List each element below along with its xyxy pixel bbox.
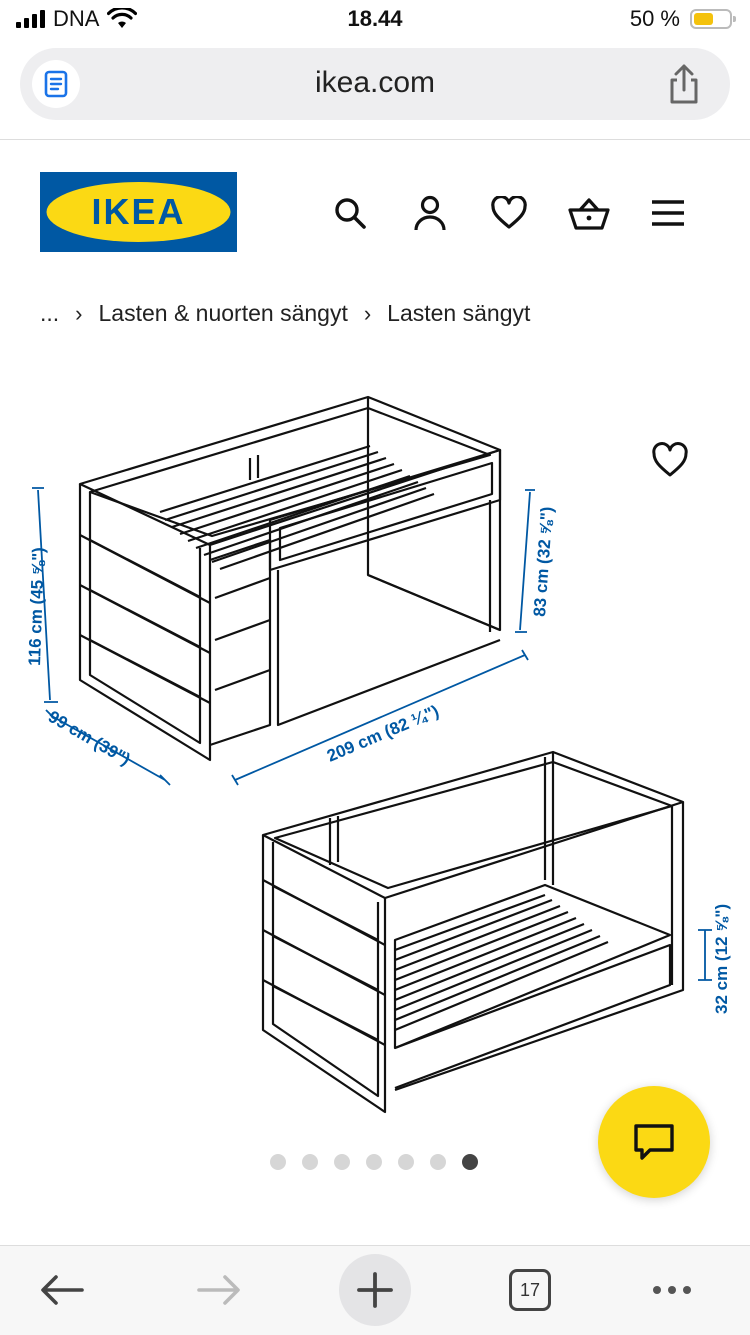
dimension-low-height: 32 cm (12 ⅝") xyxy=(712,904,731,1014)
gallery-dot[interactable] xyxy=(398,1154,414,1170)
gallery-dot-active[interactable] xyxy=(462,1154,478,1170)
menu-button[interactable] xyxy=(646,191,690,235)
user-icon xyxy=(413,195,446,231)
url-text[interactable]: ikea.com xyxy=(314,66,436,99)
logo-text: IKEA xyxy=(91,191,185,232)
gallery-dot[interactable] xyxy=(302,1154,318,1170)
dimension-inner-height: 83 cm (32 ⅝") xyxy=(530,506,557,617)
tabs-button[interactable]: 17 xyxy=(494,1258,566,1322)
carrier-label: DNA xyxy=(53,6,100,31)
share-icon[interactable] xyxy=(664,62,704,106)
gallery-dot[interactable] xyxy=(366,1154,382,1170)
status-left: DNA xyxy=(16,6,138,32)
add-to-favourites-icon[interactable] xyxy=(650,440,690,480)
basket-icon xyxy=(567,198,610,230)
forward-button[interactable] xyxy=(183,1258,255,1322)
dimension-depth: 99 cm (39") xyxy=(45,707,133,769)
ikea-logo[interactable]: IKEA xyxy=(40,172,237,252)
new-tab-button[interactable] xyxy=(339,1254,411,1326)
back-button[interactable] xyxy=(26,1258,98,1322)
breadcrumb-item-children-beds[interactable]: Lasten & nuorten sängyt xyxy=(98,300,348,326)
breadcrumb: ... › Lasten & nuorten sängyt › Lasten s… xyxy=(40,300,530,327)
more-icon xyxy=(653,1286,691,1294)
wifi-icon xyxy=(107,8,138,28)
battery-icon xyxy=(690,9,736,29)
heart-icon xyxy=(491,196,527,229)
search-button[interactable] xyxy=(328,191,372,235)
back-icon xyxy=(41,1275,84,1305)
status-bar: DNA 18.44 50 % xyxy=(0,0,750,44)
header-actions xyxy=(328,190,690,236)
forward-icon xyxy=(197,1275,240,1305)
gallery-dot[interactable] xyxy=(334,1154,350,1170)
reader-button[interactable] xyxy=(32,60,80,108)
search-icon xyxy=(335,198,366,229)
basket-button[interactable] xyxy=(567,191,611,235)
account-button[interactable] xyxy=(408,191,452,235)
clock: 18.44 xyxy=(347,6,403,31)
menu-icon xyxy=(652,200,684,226)
gallery-pagination xyxy=(270,1154,478,1170)
chat-button[interactable] xyxy=(598,1086,710,1198)
breadcrumb-item-kids-beds[interactable]: Lasten sängyt xyxy=(387,300,531,326)
plus-icon xyxy=(357,1272,393,1308)
address-bar[interactable]: ikea.com xyxy=(20,48,730,120)
status-right: 50 % xyxy=(629,6,736,32)
favourites-button[interactable] xyxy=(487,191,531,235)
product-image[interactable]: 116 cm (45 ⅝") 99 cm (39") 209 cm (82 ¼"… xyxy=(0,380,750,1140)
reader-icon xyxy=(44,70,68,98)
browser-toolbar: 17 xyxy=(0,1245,750,1335)
signal-icon xyxy=(16,10,45,28)
chat-icon xyxy=(634,1124,674,1160)
header-divider xyxy=(0,139,750,140)
more-button[interactable] xyxy=(636,1258,708,1322)
gallery-dot[interactable] xyxy=(270,1154,286,1170)
breadcrumb-ellipsis[interactable]: ... xyxy=(40,300,60,326)
chevron-right-icon: › xyxy=(75,300,83,326)
battery-percent: 50 % xyxy=(629,6,680,31)
chevron-right-icon: › xyxy=(363,300,372,326)
dimension-height: 116 cm (45 ⅝") xyxy=(25,547,48,666)
gallery-dot[interactable] xyxy=(430,1154,446,1170)
tab-count: 17 xyxy=(509,1269,551,1311)
